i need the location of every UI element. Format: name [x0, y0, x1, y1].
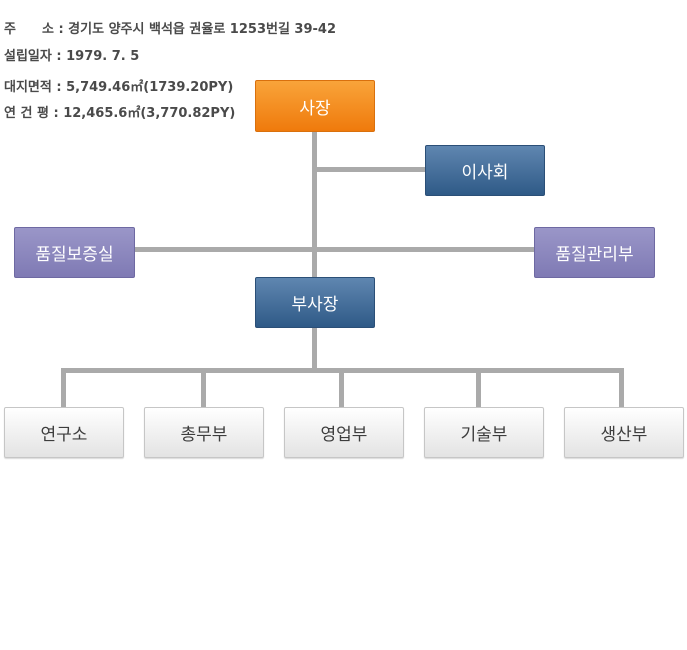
floor-area-value: : 12,465.6㎡(3,770.82PY): [53, 106, 236, 121]
connector-vp-down: [312, 327, 317, 371]
department-box-technology: 기술부: [424, 407, 544, 458]
connector-dept-drop-1: [61, 368, 66, 408]
land-area-label: 대지면적: [4, 80, 52, 95]
department-box-research: 연구소: [4, 407, 124, 458]
address-value: : 경기도 양주시 백석읍 권율로 1253번길 39-42: [58, 22, 337, 37]
quality-assurance-box: 품질보증실: [14, 227, 135, 278]
address-label: 주 소: [4, 22, 54, 37]
connector-dept-drop-3: [339, 368, 344, 408]
connector-ceo-to-vp: [312, 130, 317, 278]
board-box: 이사회: [425, 145, 545, 196]
vice-president-box: 부사장: [255, 277, 375, 328]
connector-dept-drop-4: [476, 368, 481, 408]
established-line: 설립일자 : 1979. 7. 5: [4, 45, 139, 64]
department-box-production: 생산부: [564, 407, 684, 458]
connector-board: [314, 167, 426, 172]
land-area-line: 대지면적 : 5,749.46㎡(1739.20PY): [4, 76, 233, 95]
connector-quality-horizontal: [133, 247, 536, 252]
ceo-box: 사장: [255, 80, 375, 132]
established-label: 설립일자: [4, 49, 52, 64]
established-value: : 1979. 7. 5: [56, 49, 140, 64]
address-line: 주 소 : 경기도 양주시 백석읍 권율로 1253번길 39-42: [4, 18, 336, 37]
connector-dept-drop-2: [201, 368, 206, 408]
connector-dept-drop-5: [619, 368, 624, 408]
floor-area-line: 연 건 평 : 12,465.6㎡(3,770.82PY): [4, 102, 235, 121]
department-box-general-affairs: 총무부: [144, 407, 264, 458]
department-box-sales: 영업부: [284, 407, 404, 458]
land-area-value: : 5,749.46㎡(1739.20PY): [56, 80, 234, 95]
floor-area-label: 연 건 평: [4, 106, 49, 121]
quality-management-box: 품질관리부: [534, 227, 655, 278]
